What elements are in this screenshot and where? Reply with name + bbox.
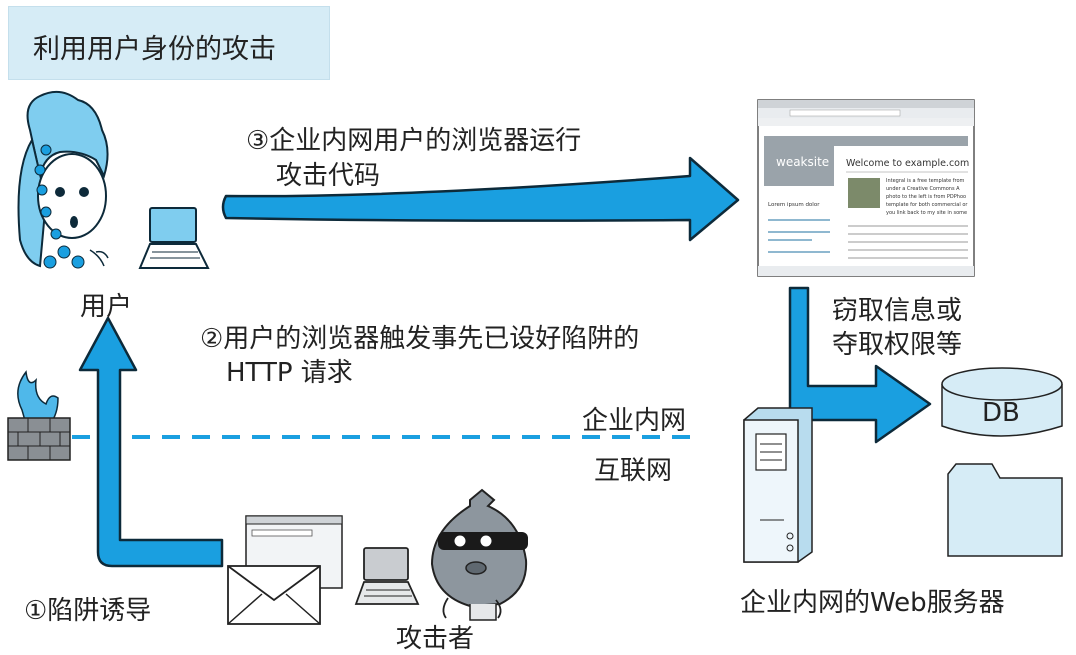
browser-welcome-text: Welcome to example.com <box>846 158 969 169</box>
arrow-step3 <box>221 156 740 242</box>
browser-body-line: template for both commercial or <box>886 202 968 208</box>
attacker-character-icon <box>430 488 528 621</box>
steal-label-line1: 窃取信息或 <box>832 296 963 326</box>
attacker-laptop-icon <box>354 547 420 605</box>
trap-email-icon <box>227 515 343 625</box>
browser-body-line: photo to the left is from PDPhoo <box>886 194 966 200</box>
intranet-label: 企业内网 <box>582 406 687 436</box>
browser-body-line: you link back to my site in some <box>886 210 967 216</box>
internet-label: 互联网 <box>594 456 673 486</box>
user-laptop-icon <box>138 207 210 269</box>
firewall-icon <box>7 370 71 461</box>
server-label: 企业内网的Web服务器 <box>740 588 1005 618</box>
step2-label-line2: HTTP 请求 <box>226 358 353 388</box>
db-label: DB <box>982 398 1020 428</box>
browser-body-line: under a Creative Commons A <box>886 186 960 192</box>
browser-sidebar-heading: Lorem ipsum dolor <box>768 202 820 208</box>
browser-site-name: weaksite <box>776 155 829 169</box>
user-label: 用户 <box>80 292 133 322</box>
attacker-label: 攻击者 <box>396 624 475 654</box>
folder-icon <box>947 463 1063 557</box>
steal-label-line2: 夺取权限等 <box>832 330 963 360</box>
browser-window: weaksite Welcome to example.com Lorem ip… <box>757 99 975 277</box>
step3-label-line2: 攻击代码 <box>276 161 381 191</box>
server-icon <box>743 407 813 563</box>
user-character-icon <box>17 90 109 269</box>
database-icon <box>941 367 1063 437</box>
step2-label-line1: ②用户的浏览器触发事先已设好陷阱的 <box>200 324 640 354</box>
browser-body-line: Integral is a free template from <box>886 178 965 184</box>
title-box: 利用用户身份的攻击 <box>8 6 330 80</box>
step3-label-line1: ③企业内网用户的浏览器运行 <box>246 126 582 156</box>
step1-label: ①陷阱诱导 <box>24 596 152 626</box>
arrow-step1-2 <box>78 316 224 568</box>
page-title: 利用用户身份的攻击 <box>33 34 276 65</box>
